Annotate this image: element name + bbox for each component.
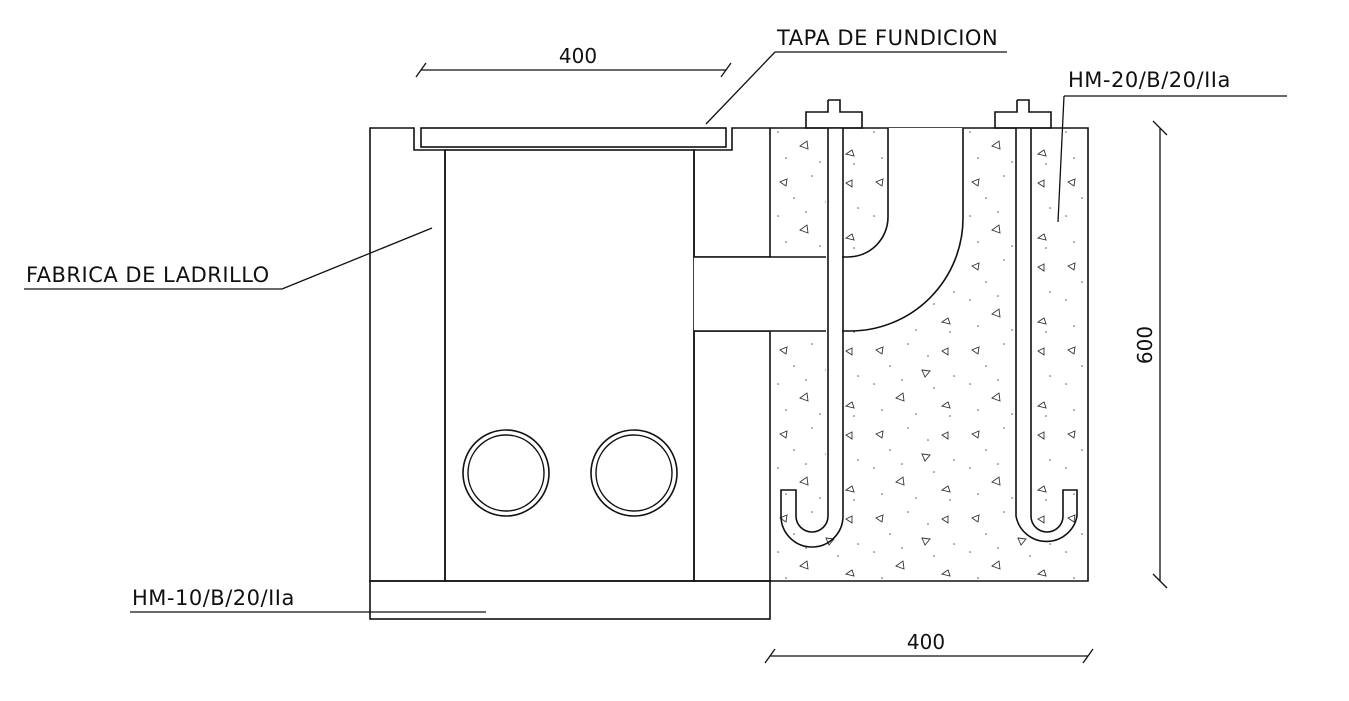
conduit-left (462, 429, 550, 517)
dimension-text-block-height: 600 (1133, 326, 1157, 364)
anchor-bolt-left (780, 99, 863, 548)
dimension-cover-width: 400 (415, 44, 732, 78)
anchor-bolt-right (994, 99, 1078, 543)
label-text-base-concrete: HM-10/B/20/IIa (132, 586, 295, 610)
base-concrete-slab (369, 580, 771, 620)
dimension-text-cover-width: 400 (559, 44, 597, 68)
label-text-concrete-block: HM-20/B/20/IIa (1068, 68, 1231, 92)
conduit-right (590, 429, 678, 517)
cast-iron-cover (420, 127, 727, 148)
label-text-brick: FABRICA DE LADRILLO (26, 263, 270, 287)
brick-wall-left (369, 127, 446, 582)
inner-chamber (444, 149, 695, 582)
label-cover: TAPA DE FUNDICION (705, 26, 1007, 125)
dimension-text-block-width: 400 (907, 630, 945, 654)
dimension-block-width: 400 (764, 630, 1094, 664)
label-concrete-block: HM-20/B/20/IIa (1057, 68, 1287, 223)
dimension-block-height: 600 (1133, 120, 1168, 589)
label-text-cover: TAPA DE FUNDICION (776, 26, 998, 50)
pipe-bend (694, 128, 964, 332)
label-brick: FABRICA DE LADRILLO (24, 227, 433, 290)
brick-wall-right (693, 127, 771, 582)
label-base-concrete: HM-10/B/20/IIa (130, 586, 486, 613)
